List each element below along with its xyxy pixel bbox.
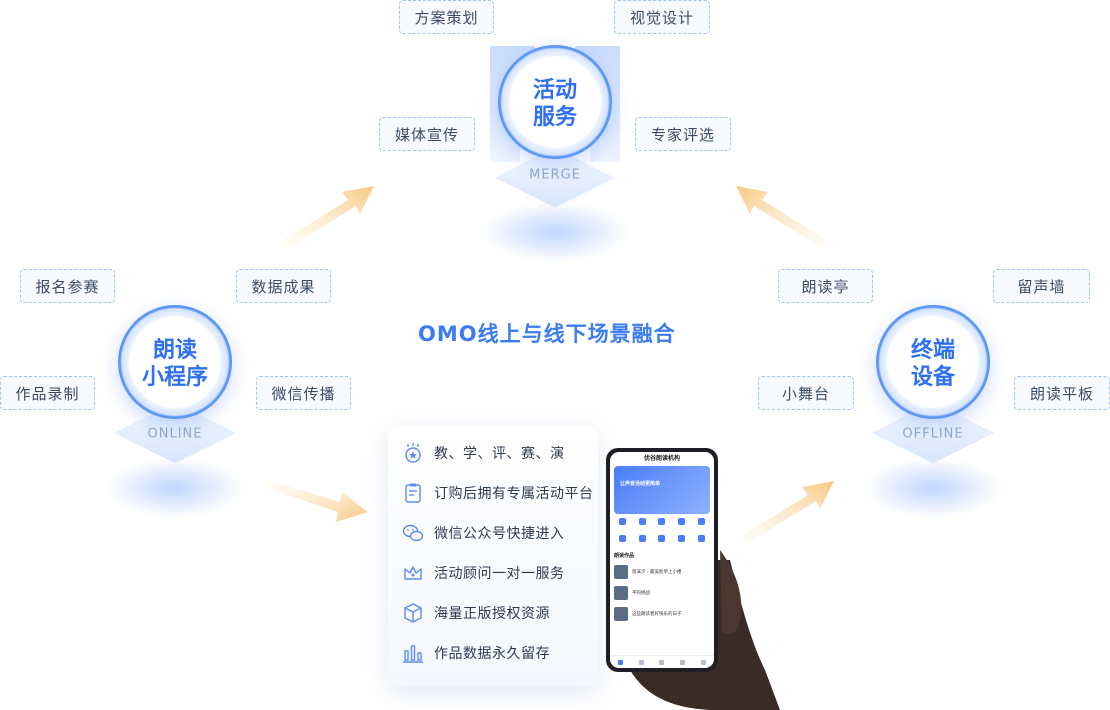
grid-icon[interactable]	[654, 535, 671, 549]
thumbnail	[614, 607, 628, 621]
grid-icon[interactable]	[614, 535, 631, 549]
list-item-title: 平的挑战	[632, 590, 650, 596]
list-item[interactable]: 这些朗读者好快乐的日子	[610, 603, 714, 624]
feature-card: 教、学、评、赛、演 订购后拥有专属活动平台 微信公众号快捷进入 活动顾问一对一服…	[388, 426, 598, 686]
arrow-left-to-center	[262, 470, 372, 530]
clipboard-icon	[402, 482, 424, 504]
grid-icon[interactable]	[634, 518, 651, 532]
feature-item: 活动顾问一对一服务	[402, 561, 565, 585]
crown-icon	[402, 562, 424, 584]
tag-data-results: 数据成果	[236, 269, 331, 303]
star-badge-icon	[402, 442, 424, 464]
feature-text: 微信公众号快捷进入	[434, 523, 565, 543]
thumbnail	[614, 586, 628, 600]
tab-icon[interactable]	[639, 660, 644, 665]
app-title: 优谷朗读机构	[610, 452, 714, 466]
app-banner[interactable]: 让声音活动更简单	[614, 466, 710, 514]
box-icon	[402, 602, 424, 624]
tab-icon[interactable]	[680, 660, 685, 665]
list-item-title: 这些朗读者好快乐的日子	[632, 611, 682, 617]
grid-icon[interactable]	[614, 518, 631, 532]
grid-icon[interactable]	[673, 518, 690, 532]
feature-text: 活动顾问一对一服务	[434, 563, 565, 583]
tag-media-promo: 媒体宣传	[379, 117, 475, 151]
left-platform-label: ONLINE	[148, 427, 203, 442]
feature-text: 作品数据永久留存	[434, 643, 550, 663]
arrow-left-to-top	[270, 180, 380, 250]
phone-device: 优谷朗读机构 让声音活动更简单 朗读作品 恩溪汐 - 最美脸单上小楼 平的挑战 …	[606, 448, 718, 672]
bar-chart-icon	[402, 642, 424, 664]
tag-expert-review: 专家评选	[635, 117, 731, 151]
thumbnail	[614, 565, 628, 579]
list-item[interactable]: 恩溪汐 - 最美脸单上小楼	[610, 561, 714, 582]
tag-small-stage: 小舞台	[758, 376, 854, 410]
app-banner-text: 让声音活动更简单	[620, 480, 660, 487]
grid-icon[interactable]	[673, 535, 690, 549]
tag-wechat-spread: 微信传播	[256, 376, 351, 410]
grid-icon[interactable]	[693, 518, 710, 532]
top-platform-label: MERGE	[529, 168, 581, 183]
tag-voice-wall: 留声墙	[993, 269, 1090, 303]
feature-item: 订购后拥有专属活动平台	[402, 481, 594, 505]
tab-home-icon[interactable]	[618, 660, 623, 665]
tag-plan: 方案策划	[399, 0, 494, 34]
arrow-right-to-top	[730, 180, 840, 250]
app-icon-grid	[610, 514, 714, 549]
left-node-label: 朗读小程序	[130, 337, 220, 391]
feature-item: 海量正版授权资源	[402, 601, 550, 625]
app-section-title: 朗读作品	[610, 549, 714, 561]
tab-icon[interactable]	[659, 660, 664, 665]
tag-visual-design: 视觉设计	[614, 0, 710, 34]
feature-item: 微信公众号快捷进入	[402, 521, 565, 545]
list-item-title: 恩溪汐 - 最美脸单上小楼	[632, 569, 681, 575]
center-title: OMO线上与线下场景融合	[418, 318, 698, 348]
tab-icon[interactable]	[701, 660, 706, 665]
right-node-glow	[863, 458, 1003, 518]
right-platform-label: OFFLINE	[902, 427, 963, 442]
feature-item: 作品数据永久留存	[402, 641, 550, 665]
app-tab-bar	[610, 655, 714, 668]
grid-icon[interactable]	[634, 535, 651, 549]
left-node-glow	[105, 458, 245, 518]
wechat-icon	[402, 522, 424, 544]
feature-text: 教、学、评、赛、演	[434, 443, 565, 463]
feature-item: 教、学、评、赛、演	[402, 441, 565, 465]
right-node-label: 终端设备	[888, 337, 978, 391]
feature-text: 海量正版授权资源	[434, 603, 550, 623]
grid-icon[interactable]	[654, 518, 671, 532]
list-item[interactable]: 平的挑战	[610, 582, 714, 603]
top-node-label: 活动服务	[510, 77, 600, 131]
grid-icon[interactable]	[693, 535, 710, 549]
tag-signup: 报名参赛	[20, 269, 115, 303]
phone-screen: 优谷朗读机构 让声音活动更简单 朗读作品 恩溪汐 - 最美脸单上小楼 平的挑战 …	[610, 452, 714, 668]
tag-reading-tablet: 朗读平板	[1014, 376, 1110, 410]
feature-text: 订购后拥有专属活动平台	[434, 483, 594, 503]
tag-work-recording: 作品录制	[0, 376, 95, 410]
tag-reading-booth: 朗读亭	[778, 269, 873, 303]
top-node-glow	[480, 202, 630, 262]
